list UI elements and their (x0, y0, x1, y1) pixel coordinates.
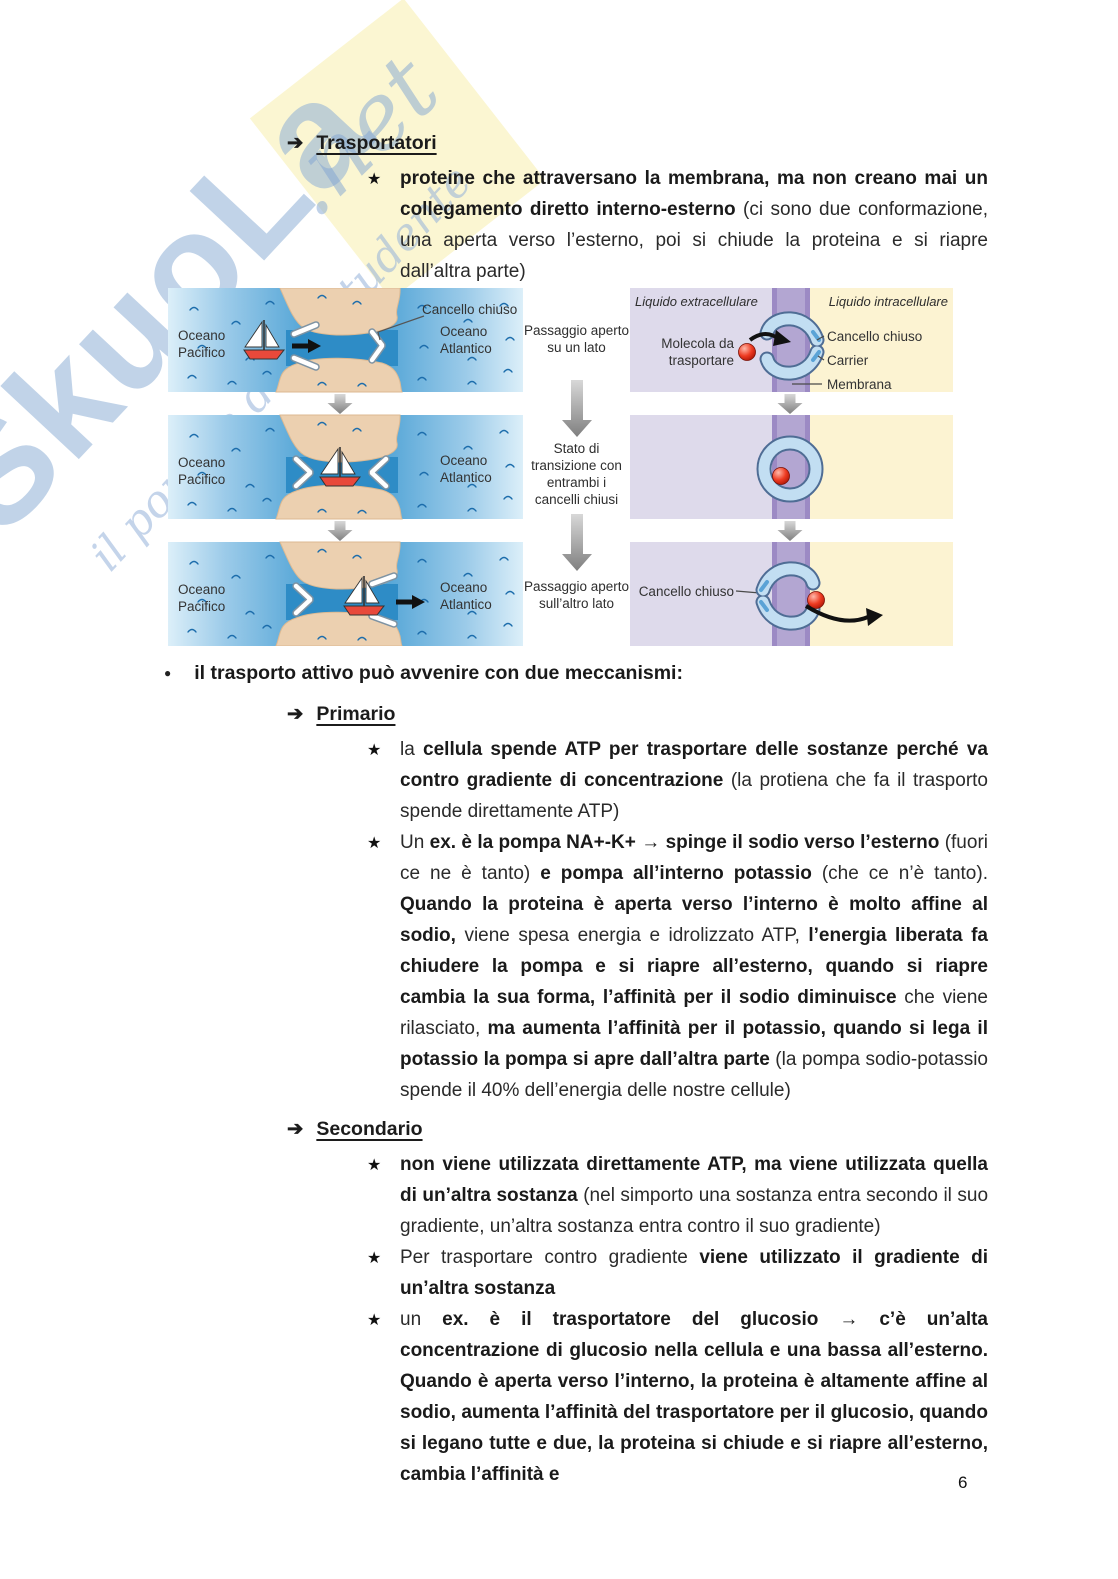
note-paragraph-secondary-atp: ★ non viene utilizzata direttamente ATP, … (367, 1149, 989, 1242)
text-segment: che viene rilasciato, (400, 987, 988, 1039)
transition-steps-column: Passaggio aperto su un lato Stato di tra… (523, 288, 630, 646)
molecule (807, 591, 825, 609)
text-segment: Un (400, 832, 430, 853)
text-segment: viene utilizzato il gradiente di un’altr… (400, 1247, 988, 1299)
canal-art (168, 287, 523, 647)
extracellular-label: Liquido extracellulare (635, 294, 758, 309)
note-paragraph-pump: ★ Un ex. è la pompa NA+-K+ → spinge il so… (367, 827, 988, 1106)
star-bullet-icon: ★ (367, 171, 382, 188)
down-arrow-icon (562, 380, 592, 437)
exit-arrow (804, 604, 883, 626)
active-transport-lead: ● il trasporto attivo può avvenire con d… (164, 658, 1118, 691)
page-number: 6 (958, 1473, 968, 1492)
molecule (772, 467, 790, 485)
gate-open-right (368, 572, 398, 628)
note-paragraph-atp: ★ la cellula spende ATP per trasportare d… (367, 734, 988, 827)
text-segment: (ci sono due conformazione, una aperta v… (400, 199, 989, 282)
down-arrow-icon (327, 394, 353, 414)
star-bullet-icon: ★ (367, 1250, 382, 1267)
molecule-label: Molecola da trasportare (661, 336, 734, 368)
step-label-1: Passaggio aperto su un lato (523, 323, 630, 355)
arrow-bullet-icon: ➔ (287, 703, 304, 725)
text-segment: (che ce n’è tanto). (811, 863, 988, 884)
text-segment: (la pompa sodio-potassio spende il 40% d… (400, 1049, 988, 1101)
gate-open-left (290, 321, 320, 371)
gate-closed-callout: Cancello chiuso (422, 302, 518, 317)
step-label-2: Stato di transizione con entrambi i canc… (531, 441, 622, 507)
down-arrow-icon (327, 521, 353, 541)
note-paragraph-transporters: ★ proteine che attraversano la membrana, … (367, 163, 989, 287)
ocean-pacific-label: Oceano Pacifico (178, 582, 226, 614)
membrane-transport-figure: Oceano Pacifico Oceano Atlantico Oceano … (168, 287, 953, 647)
arrow-bullet-icon: ➔ (287, 132, 304, 154)
ocean-atlantic-label: Oceano Atlantico (440, 453, 492, 485)
heading-title: Primario (316, 703, 396, 725)
notes-upper: ➔ Trasportatori ★ proteine che attraversa… (0, 128, 1118, 287)
arrow-bullet-icon: ➔ (287, 1118, 304, 1140)
heading-secondario: ➔ Secondario (287, 1114, 1118, 1145)
gate-closed-label: Cancello chiuso (827, 329, 923, 344)
callout-leader-line (377, 315, 425, 341)
ocean-pacific-label: Oceano Pacifico (178, 328, 226, 360)
text-segment: la (400, 739, 424, 760)
direction-arrow (396, 595, 425, 609)
carrier-protein-panel: Liquido extracellulare Liquido intracell… (630, 288, 953, 646)
carrier-label: Carrier (827, 353, 869, 368)
text-segment: proteine che attraversano la membrana, m… (400, 168, 988, 220)
heading-title: Trasportatori (316, 132, 437, 154)
text-segment: ex. è la pompa NA+-K+ → spinge il sodio … (429, 832, 940, 853)
ocean-pacific-label: Oceano Pacifico (178, 455, 226, 487)
text-segment: un (400, 1309, 443, 1330)
heading-title: Secondario (316, 1118, 423, 1140)
text-segment: Per trasportare contro gradiente (400, 1247, 700, 1268)
text-segment: (nel simporto una sostanza entra secondo… (400, 1185, 989, 1237)
text-segment: ma aumenta l’affinità per il potassio, q… (400, 1018, 988, 1070)
text-segment: viene spesa energia e idrolizzato ATP, (455, 925, 809, 946)
down-arrow-icon (562, 514, 592, 571)
down-arrow-icon (777, 394, 803, 414)
text-segment: (fuori ce ne è tanto) (400, 832, 988, 884)
star-bullet-icon: ★ (367, 1157, 382, 1174)
text-segment: ex. è il trasportatore del glucosio → c’… (400, 1309, 988, 1485)
dot-bullet-icon: ● (164, 666, 172, 680)
carrier-open-outside (759, 311, 825, 381)
molecule (738, 343, 756, 361)
note-paragraph-gradient: ★ Per trasportare contro gradiente viene … (367, 1242, 988, 1304)
heading-trasportatori: ➔ Trasportatori (287, 128, 1118, 159)
star-bullet-icon: ★ (367, 835, 382, 852)
carrier-open-inside (755, 561, 821, 631)
carrier-closed-state (756, 435, 824, 503)
intracellular-label: Liquido intracellulare (828, 294, 948, 309)
notes-lower: ● il trasporto attivo può avvenire con d… (0, 658, 1118, 1490)
text-segment: e pompa all’interno potassio (540, 863, 812, 884)
entry-arrow (748, 330, 791, 346)
gate-closed-right (368, 328, 386, 364)
text-segment: il trasporto attivo può avvenire con due… (194, 662, 683, 684)
text-segment: l’energia liberata fa chiudere la pompa … (400, 925, 988, 1008)
carrier-art (630, 288, 953, 646)
gate-closed-right (368, 455, 390, 490)
text-segment: Quando la proteina è aperta verso l’inte… (400, 894, 988, 946)
text-segment: (la protiena che fa il trasporto spende … (400, 770, 988, 822)
label-leader-lines (735, 335, 825, 594)
heading-primario: ➔ Primario (287, 699, 1118, 730)
text-segment: cellula spende ATP per trasportare delle… (400, 739, 988, 791)
gate-closed-left (292, 582, 314, 617)
gate-closed-bottom-label: Cancello chiuso (638, 584, 734, 599)
star-bullet-icon: ★ (367, 1312, 382, 1329)
membrane-label: Membrana (827, 377, 892, 392)
note-paragraph-glucose: ★ un ex. è il trasportatore del glucosio … (367, 1304, 988, 1490)
ocean-atlantic-label: Oceano Atlantico (440, 324, 492, 356)
direction-arrow (292, 339, 321, 353)
step-label-3: Passaggio aperto sull’altro lato (523, 579, 630, 611)
ocean-atlantic-label: Oceano Atlantico (440, 580, 492, 612)
star-bullet-icon: ★ (367, 742, 382, 759)
gate-closed-left (292, 455, 314, 490)
canal-analogy-panel: Oceano Pacifico Oceano Atlantico Oceano … (168, 287, 523, 647)
down-arrow-icon (777, 521, 803, 541)
text-segment: non viene utilizzata direttamente ATP, m… (400, 1154, 988, 1206)
